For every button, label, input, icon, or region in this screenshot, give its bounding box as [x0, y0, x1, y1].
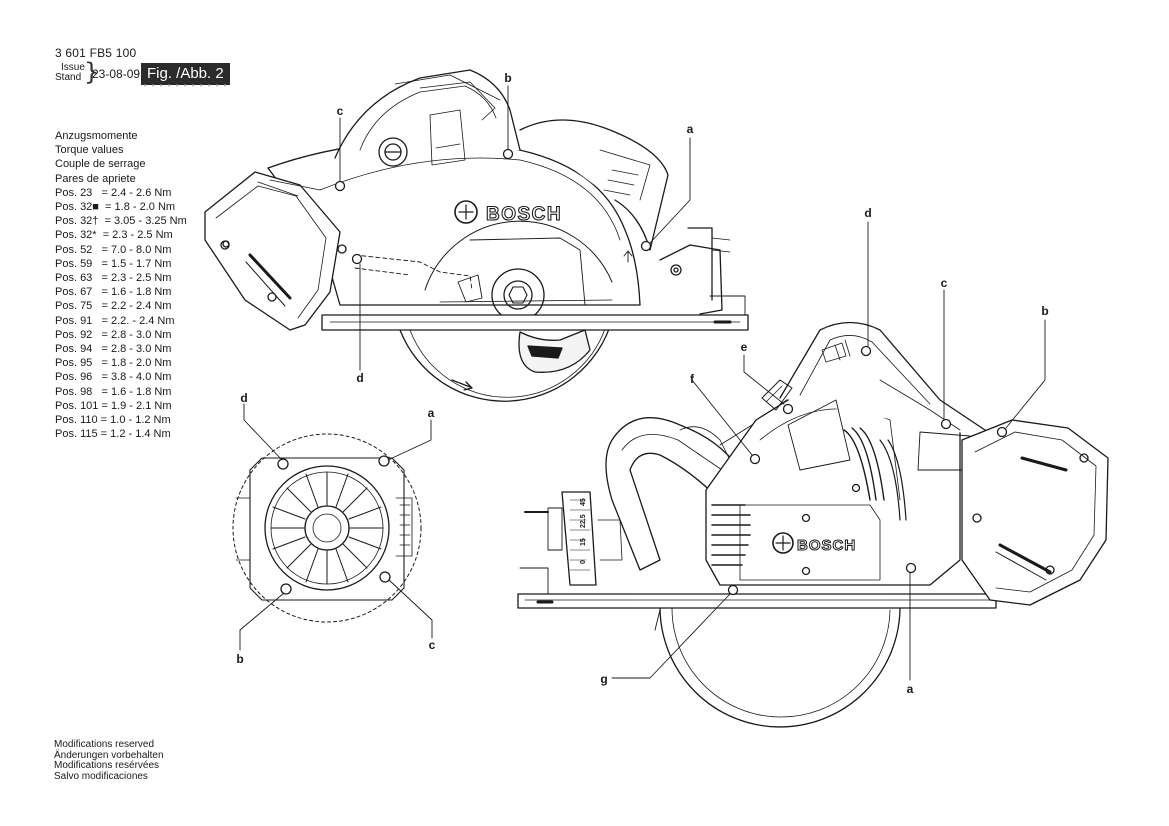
callout-g: g — [600, 672, 607, 686]
torque-heading-de: Anzugsmomente — [55, 130, 138, 142]
callout-d: d — [240, 391, 247, 405]
brace-glyph: } — [84, 58, 100, 86]
torque-row: Pos. 59 = 1.5 - 1.7 Nm — [55, 257, 172, 270]
torque-row: Pos. 115 = 1.2 - 1.4 Nm — [55, 428, 171, 441]
part-number: 3 601 FB5 100 — [55, 46, 137, 60]
torque-row: Pos. 32* = 2.3 - 2.5 Nm — [55, 229, 173, 242]
scale-mark: 45 — [580, 498, 587, 506]
brand-text-bottom: BOSCH — [797, 537, 856, 554]
callout-b: b — [236, 652, 243, 666]
torque-row: Pos. 32■ = 1.8 - 2.0 Nm — [55, 201, 176, 214]
fan-detail-view — [232, 433, 422, 623]
scale-mark: 22.5 — [580, 514, 587, 528]
torque-row: Pos. 52 = 7.0 - 8.0 Nm — [55, 243, 172, 256]
torque-row: Pos. 96 = 3.8 - 4.0 Nm — [55, 371, 172, 384]
figure-label: Fig. /Abb. 2 — [141, 63, 230, 85]
torque-row: Pos. 94 = 2.8 - 3.0 Nm — [55, 343, 172, 356]
torque-row: Pos. 63 = 2.3 - 2.5 Nm — [55, 272, 172, 285]
callout-c: c — [941, 276, 948, 290]
callout-a: a — [428, 406, 435, 420]
scale-mark: 15 — [580, 538, 587, 546]
torque-row: Pos. 23 = 2.4 - 2.6 Nm — [55, 186, 172, 199]
callout-b: b — [1041, 304, 1048, 318]
torque-row: Pos. 67 = 1.6 - 1.8 Nm — [55, 286, 172, 299]
callout-b: b — [504, 71, 511, 85]
saw-side-view-bottom — [517, 321, 1109, 728]
saw-side-view-top — [204, 69, 749, 402]
modifications-line-en: Modifications reserved — [54, 739, 155, 750]
callout-c: c — [429, 638, 436, 652]
modifications-line-de: Änderungen vorbehalten — [54, 749, 164, 761]
torque-row: Pos. 92 = 2.8 - 3.0 Nm — [55, 328, 172, 341]
torque-heading-es: Pares de apriete — [55, 172, 136, 185]
torque-row: Pos. 75 = 2.2 - 2.4 Nm — [55, 300, 172, 313]
callout-a: a — [687, 122, 694, 136]
torque-row: Pos. 95 = 1.8 - 2.0 Nm — [55, 357, 172, 370]
modifications-notice: Modifications reserved Änderungen vorbeh… — [54, 739, 164, 782]
issue-label: Issue — [61, 62, 85, 73]
callout-e: e — [741, 340, 748, 354]
torque-row: Pos. 32† = 3.05 - 3.25 Nm — [55, 215, 187, 228]
torque-values-list: Anzugsmomente Torque values Couple de se… — [55, 129, 187, 441]
figure-dots — [141, 84, 229, 87]
torque-row: Pos. 98 = 1.6 - 1.8 Nm — [55, 385, 172, 398]
bosch-logo-bottom — [772, 532, 794, 554]
torque-heading-fr: Couple de serrage — [55, 158, 146, 171]
torque-row: Pos. 101 = 1.9 - 2.1 Nm — [55, 399, 172, 412]
modifications-line-es: Salvo modificaciones — [54, 770, 148, 782]
callout-a: a — [907, 682, 914, 696]
torque-row: Pos. 110 = 1.0 - 1.2 Nm — [55, 414, 171, 427]
brand-text-top: BOSCH — [486, 204, 562, 225]
callout-d: d — [356, 371, 363, 385]
modifications-line-fr: Modifications resérvées — [54, 760, 160, 771]
torque-heading-en: Torque values — [55, 144, 124, 157]
torque-row: Pos. 91 = 2.2. - 2.4 Nm — [55, 314, 175, 327]
bosch-logo-top — [454, 200, 478, 224]
stand-label: Stand — [55, 72, 82, 83]
callout-d: d — [864, 206, 871, 220]
issue-date: 23-08-09 — [92, 67, 141, 81]
callout-f: f — [690, 372, 695, 386]
callout-c: c — [337, 104, 344, 118]
scale-mark: 0 — [580, 560, 587, 564]
issue-stand-label: Issue Stand — [55, 63, 85, 83]
